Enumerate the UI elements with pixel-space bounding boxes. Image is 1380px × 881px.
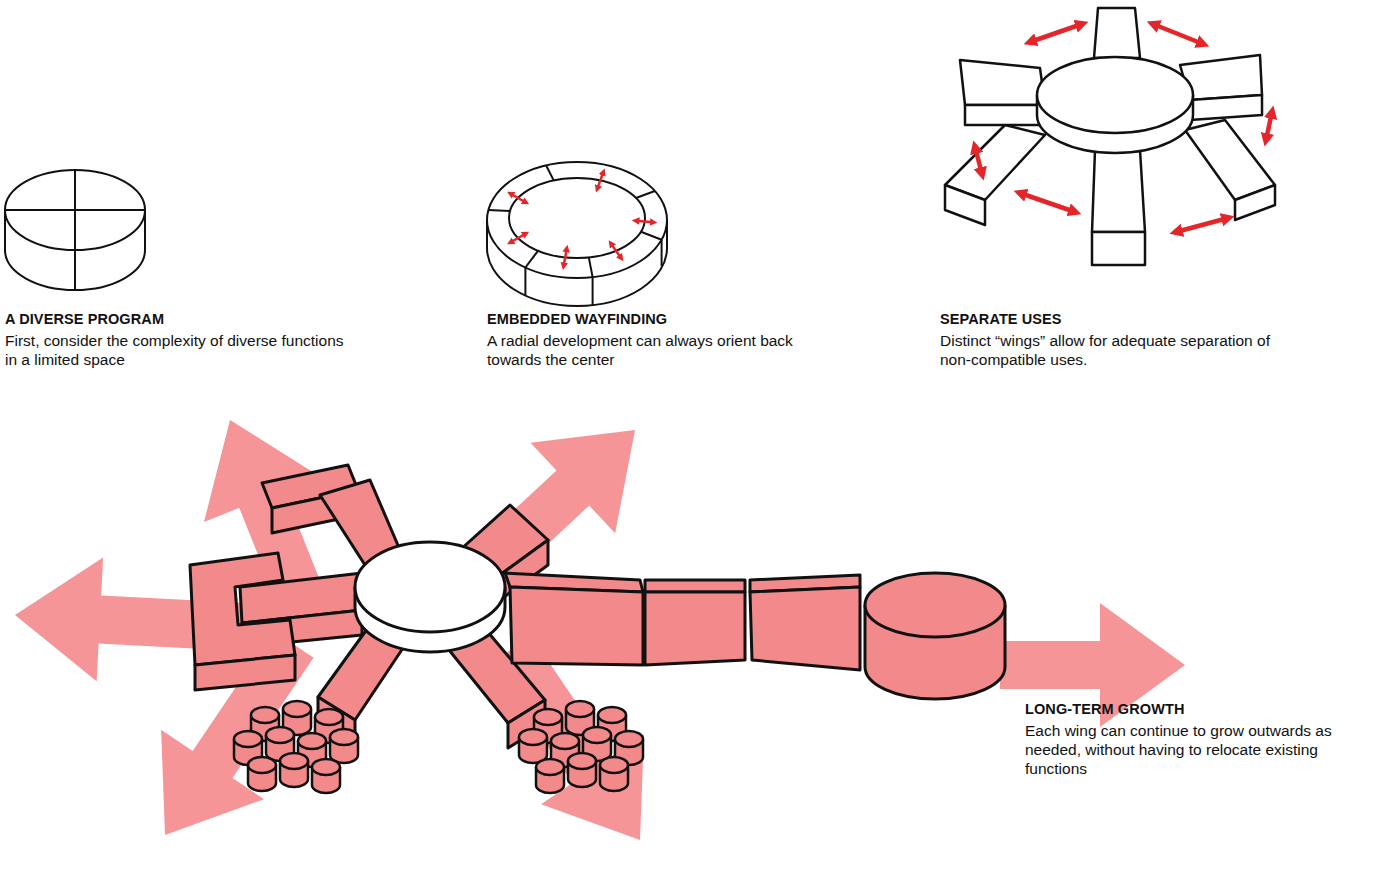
wing-top <box>645 580 745 592</box>
growth-arrows <box>12 385 1185 875</box>
separate-wings <box>945 8 1275 265</box>
small-cylinder <box>312 759 340 793</box>
division-line <box>74 250 76 290</box>
wing-front <box>750 587 860 670</box>
panel-heading: LONG-TERM GROWTH <box>1025 700 1365 719</box>
wing-front <box>945 185 985 225</box>
orientation-arrows <box>510 172 653 266</box>
small-cylinder <box>330 729 358 763</box>
hub-top <box>1037 57 1193 133</box>
small-cylinder <box>519 729 547 763</box>
segment-line <box>488 210 510 211</box>
double-arrow <box>1176 218 1228 232</box>
double-arrow <box>1030 24 1082 42</box>
segment-line <box>592 277 594 305</box>
ring-outer <box>487 162 667 278</box>
wing-front <box>1092 232 1145 265</box>
wayfinding-ring <box>487 162 667 306</box>
double-arrow <box>597 172 603 189</box>
wing-top <box>960 60 1045 105</box>
double-arrow <box>510 194 526 203</box>
panel-description: A radial development can always orient b… <box>487 331 832 369</box>
wing-front <box>645 592 745 665</box>
small-cylinder <box>280 753 308 787</box>
wing-top <box>190 553 295 665</box>
double-arrow <box>1020 193 1075 212</box>
wing-front <box>1190 95 1262 120</box>
small-cylinder <box>568 753 596 787</box>
segment-line <box>524 268 526 296</box>
segment-line <box>661 240 663 266</box>
wing-front <box>1235 185 1275 220</box>
panel-heading: EMBEDDED WAYFINDING <box>487 310 832 329</box>
wing-front <box>195 655 295 690</box>
wing-top <box>945 125 1045 200</box>
program-cylinder <box>5 170 145 290</box>
segment-line <box>589 257 593 277</box>
separation-arrows <box>975 24 1272 232</box>
growth-cylinder-top <box>865 573 1005 637</box>
small-cylinders <box>234 701 643 793</box>
panel-description: First, consider the complexity of divers… <box>5 331 350 369</box>
wing-top <box>1092 150 1145 232</box>
wing-front <box>510 587 643 665</box>
double-arrow <box>1266 112 1272 140</box>
small-cylinder <box>600 757 628 791</box>
wing-front <box>965 105 1045 125</box>
segment-line <box>546 166 554 181</box>
double-arrow <box>636 221 654 223</box>
small-cylinder <box>536 759 564 793</box>
wing-top <box>1094 8 1140 58</box>
segment-line <box>525 251 538 268</box>
double-arrow <box>564 249 567 267</box>
wing-top <box>1185 120 1275 200</box>
segment-line <box>636 191 655 198</box>
double-arrow <box>975 147 982 174</box>
double-arrow <box>611 243 621 258</box>
panel-heading: A DIVERSE PROGRAM <box>5 310 350 329</box>
growth-wings <box>190 465 1005 748</box>
double-arrow <box>1153 24 1203 44</box>
panel-heading: SEPARATE USES <box>940 310 1300 329</box>
small-cylinder <box>248 757 276 791</box>
double-arrow <box>510 234 526 243</box>
ring-inner <box>509 178 645 258</box>
division-line <box>74 170 76 250</box>
panel-description: Each wing can continue to grow outwards … <box>1025 721 1365 778</box>
growth-hub <box>355 542 505 652</box>
panel-description: Distinct “wings” allow for adequate sepa… <box>940 331 1300 369</box>
cylinder-top <box>5 170 145 250</box>
hub-top <box>355 542 505 632</box>
growth-diagram <box>12 385 1185 875</box>
segment-line <box>641 232 662 240</box>
